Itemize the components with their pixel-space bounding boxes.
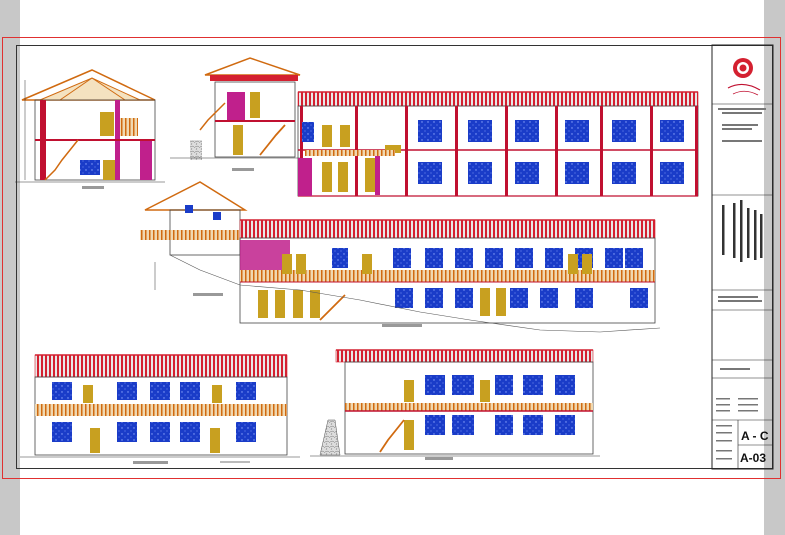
sheet-code: A - C <box>741 429 769 443</box>
section-b-b <box>310 349 600 460</box>
title-block <box>711 44 774 470</box>
left-margin <box>0 0 20 535</box>
elevation-top-right <box>297 91 699 197</box>
section-a-a <box>170 57 301 171</box>
sheet-border <box>2 37 781 479</box>
section-c-c <box>15 69 165 189</box>
right-margin <box>764 0 785 535</box>
elevation-bottom-left <box>20 354 300 464</box>
elevation-middle <box>140 181 661 333</box>
sheet-number: A-03 <box>740 451 767 465</box>
logo-emblem <box>727 58 761 96</box>
